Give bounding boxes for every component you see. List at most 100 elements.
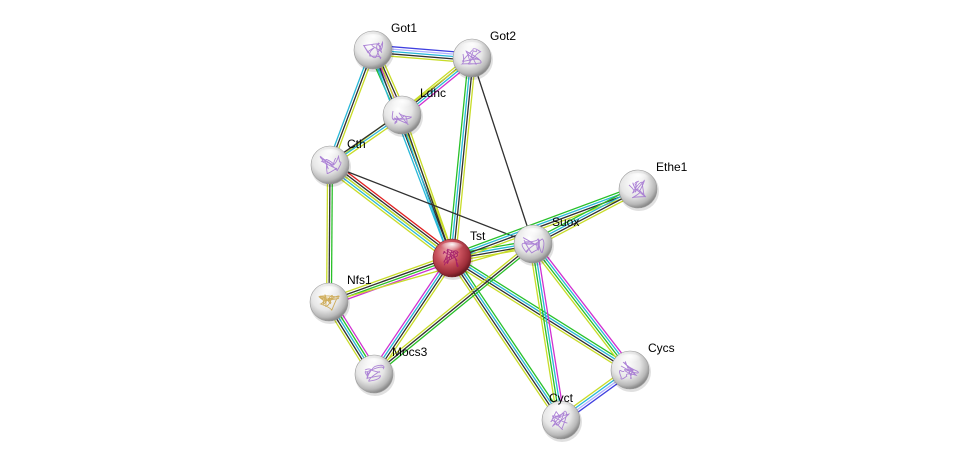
node-got1[interactable]: Got1 bbox=[353, 21, 417, 72]
node-label: Ldhc bbox=[420, 86, 446, 100]
edge-line-neighborhood bbox=[531, 185, 637, 242]
node-label: Got2 bbox=[490, 29, 516, 43]
edge-line-neighborhood bbox=[375, 245, 535, 377]
node-suox[interactable]: Suox bbox=[513, 215, 579, 266]
edge-suox-ethe1[interactable] bbox=[531, 185, 640, 248]
edge-suox-nfs1[interactable] bbox=[328, 243, 534, 303]
node-label: Nfs1 bbox=[347, 273, 372, 287]
edge-cth-suox[interactable] bbox=[329, 164, 534, 245]
edge-line-textmining bbox=[331, 50, 376, 167]
edge-line-neighborhood bbox=[531, 244, 561, 421]
edge-tst-ethe1[interactable] bbox=[450, 185, 640, 262]
protein-structure-icon bbox=[628, 179, 647, 199]
node-nfs1[interactable]: Nfs1 bbox=[309, 273, 372, 324]
node-got2[interactable]: Got2 bbox=[452, 29, 516, 80]
edge-line-database bbox=[532, 187, 638, 244]
edge-line-coexpression bbox=[329, 49, 374, 166]
edge-line-neighborhood bbox=[330, 165, 334, 303]
edge-line-coexpression bbox=[374, 258, 454, 376]
node-highlight bbox=[626, 173, 650, 185]
edge-got2-tst[interactable] bbox=[447, 57, 477, 259]
node-tst[interactable]: Tst bbox=[432, 229, 486, 280]
edge-line-textmining bbox=[325, 164, 329, 302]
node-label: Got1 bbox=[391, 21, 417, 35]
node-cycs[interactable]: Cycs bbox=[610, 341, 675, 392]
edge-line-textmining bbox=[454, 58, 477, 259]
node-label: Ethe1 bbox=[656, 160, 688, 174]
edge-cth-tst[interactable] bbox=[329, 164, 453, 259]
edge-cth-nfs1[interactable] bbox=[325, 164, 334, 303]
node-label: Cyct bbox=[549, 391, 574, 405]
edge-line-experiments bbox=[535, 241, 634, 369]
node-highlight bbox=[318, 149, 342, 161]
node-highlight bbox=[549, 404, 573, 416]
edge-line-database bbox=[452, 256, 631, 370]
edge-line-coexpression bbox=[373, 243, 534, 375]
edge-line-neighborhood bbox=[454, 255, 565, 419]
node-mocs3[interactable]: Mocs3 bbox=[354, 345, 428, 396]
node-cth[interactable]: Cth bbox=[310, 137, 366, 187]
edge-line-coexpression bbox=[452, 58, 474, 259]
edge-line-neighborhood bbox=[447, 57, 470, 258]
node-label: Cth bbox=[347, 137, 366, 151]
node-highlight bbox=[460, 42, 484, 54]
edge-line-database bbox=[452, 256, 563, 420]
edge-suox-cyct[interactable] bbox=[528, 243, 566, 421]
edge-line-database bbox=[450, 57, 472, 258]
node-label: Cycs bbox=[648, 341, 675, 355]
edge-line-textmining bbox=[534, 191, 640, 248]
edge-line-textmining bbox=[529, 245, 628, 373]
edge-line-database bbox=[533, 242, 632, 370]
edge-tst-mocs3[interactable] bbox=[370, 255, 456, 377]
edge-suox-cycs[interactable] bbox=[529, 241, 634, 373]
edge-line-neighborhood bbox=[450, 185, 637, 256]
protein-structure-icon bbox=[391, 110, 413, 125]
edge-line-database bbox=[328, 166, 451, 261]
edge-got2-suox[interactable] bbox=[471, 57, 534, 245]
edge-line-database bbox=[533, 243, 563, 420]
protein-structure-icon bbox=[363, 40, 384, 60]
edge-line-textmining bbox=[376, 259, 456, 377]
edge-line-textmining bbox=[328, 243, 534, 303]
edge-line-textmining bbox=[528, 244, 559, 421]
edge-line-textmining bbox=[372, 241, 532, 373]
node-ethe1[interactable]: Ethe1 bbox=[618, 160, 688, 211]
edge-line-textmining bbox=[448, 259, 559, 423]
edge-line-textmining bbox=[327, 253, 452, 300]
edges-layer bbox=[324, 44, 640, 424]
edge-line-database bbox=[372, 256, 452, 374]
node-label: Mocs3 bbox=[392, 345, 428, 359]
edge-line-experiments bbox=[535, 243, 566, 420]
node-cyct[interactable]: Cyct bbox=[541, 391, 582, 442]
node-highlight bbox=[361, 34, 385, 46]
node-highlight bbox=[521, 228, 545, 240]
edge-tst-cyct[interactable] bbox=[448, 255, 565, 423]
node-highlight bbox=[362, 358, 386, 370]
edge-line-coexpression bbox=[329, 164, 534, 245]
protein-structure-icon bbox=[318, 294, 340, 312]
node-ldhc[interactable]: Ldhc bbox=[382, 86, 446, 137]
edge-line-coexpression bbox=[450, 258, 561, 422]
node-highlight bbox=[618, 354, 642, 366]
edge-line-coexpression bbox=[328, 164, 331, 303]
edge-line-textmining bbox=[403, 113, 455, 258]
edge-line-coexpression bbox=[328, 256, 452, 302]
edge-line-coexpression bbox=[533, 189, 639, 246]
edge-line-fusion bbox=[332, 160, 456, 255]
protein-structure-icon bbox=[619, 360, 639, 380]
node-highlight bbox=[390, 99, 414, 111]
edge-ldhc-tst[interactable] bbox=[399, 113, 455, 260]
node-highlight bbox=[440, 242, 464, 254]
edge-suox-mocs3[interactable] bbox=[372, 241, 535, 377]
edge-line-database bbox=[399, 115, 451, 260]
edge-line-database bbox=[327, 48, 372, 165]
edge-got1-cth[interactable] bbox=[327, 48, 376, 167]
edge-line-experiments bbox=[329, 260, 454, 307]
edge-line-neighborhood bbox=[531, 244, 630, 372]
edge-line-experiments bbox=[370, 255, 450, 373]
edge-line-textmining bbox=[329, 164, 453, 259]
edge-line-database bbox=[370, 50, 451, 260]
edge-line-coexpression bbox=[471, 57, 534, 245]
